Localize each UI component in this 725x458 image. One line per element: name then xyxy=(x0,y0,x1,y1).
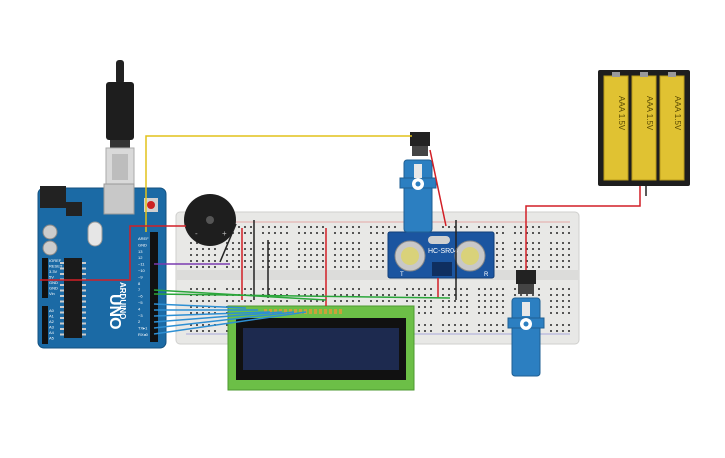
arduino-pin-label: 3.3V xyxy=(49,269,58,274)
battery-cell-label: AAA 1.5V xyxy=(673,96,682,131)
battery-pack-icon[interactable]: AAA 1.5V AAA 1.5V AAA 1.5V xyxy=(598,70,690,186)
arduino-pin-label: A1 xyxy=(49,314,55,319)
arduino-pin-label: 8 xyxy=(138,281,141,286)
wires xyxy=(40,135,647,335)
servo-motor-icon[interactable] xyxy=(399,132,437,233)
arduino-pin-label: 4 xyxy=(138,306,141,311)
arduino-pin-label: 5V xyxy=(49,275,54,280)
arduino-pin-label: ~11 xyxy=(138,262,145,267)
arduino-pin-label: IOREF xyxy=(49,258,62,263)
arduino-logo-text: ARDUINO xyxy=(118,282,127,319)
arduino-pin-label: A5 xyxy=(49,336,55,341)
arduino-pin-label: A2 xyxy=(49,319,55,324)
arduino-pin-label: RESET xyxy=(49,264,63,269)
arduino-pin-label: A3 xyxy=(49,325,55,330)
arduino-pin-label: ~6 xyxy=(138,294,143,299)
arduino-pin-label: GND xyxy=(49,280,58,285)
arduino-pin-label: 2 xyxy=(138,319,141,324)
arduino-pin-label: GND xyxy=(138,242,147,247)
usb-plug-icon[interactable] xyxy=(105,60,135,187)
arduino-pin-label: ~9 xyxy=(138,274,143,279)
arduino-pin-label: A0 xyxy=(49,308,55,313)
arduino-pin-label: ~3 xyxy=(138,313,143,318)
arduino-pin-label: 7 xyxy=(138,287,141,292)
lcd-display-icon[interactable] xyxy=(227,305,415,391)
arduino-pin-label: RX◂0 xyxy=(138,332,149,337)
arduino-pin-label: A4 xyxy=(49,330,55,335)
piezo-buzzer-icon[interactable]: - + xyxy=(184,194,236,246)
battery-cell-label: AAA 1.5V xyxy=(617,96,626,131)
arduino-pin-label: ~5 xyxy=(138,300,143,305)
ultrasonic-sensor-icon[interactable]: HC-SR04 T R xyxy=(387,231,495,279)
servo-motor-icon[interactable] xyxy=(507,270,545,377)
arduino-pin-label: 13 xyxy=(138,249,143,254)
svg-text:-: - xyxy=(195,229,198,238)
arduino-pin-label: Vin xyxy=(49,291,55,296)
svg-text:+: + xyxy=(222,229,227,238)
arduino-pin-label: 12 xyxy=(138,255,143,260)
arduino-pin-label: TX▸1 xyxy=(138,326,148,331)
arduino-model-text: UNO xyxy=(106,294,123,330)
arduino-pin-label: GND xyxy=(49,286,58,291)
ultrasonic-label: HC-SR04 xyxy=(428,248,458,255)
ultrasonic-pin-r: R xyxy=(484,272,489,278)
ultrasonic-pin-t: T xyxy=(400,272,404,278)
battery-cell-label: AAA 1.5V xyxy=(645,96,654,131)
arduino-pin-label: ~10 xyxy=(138,268,146,273)
arduino-pin-label: AREF xyxy=(138,236,149,241)
